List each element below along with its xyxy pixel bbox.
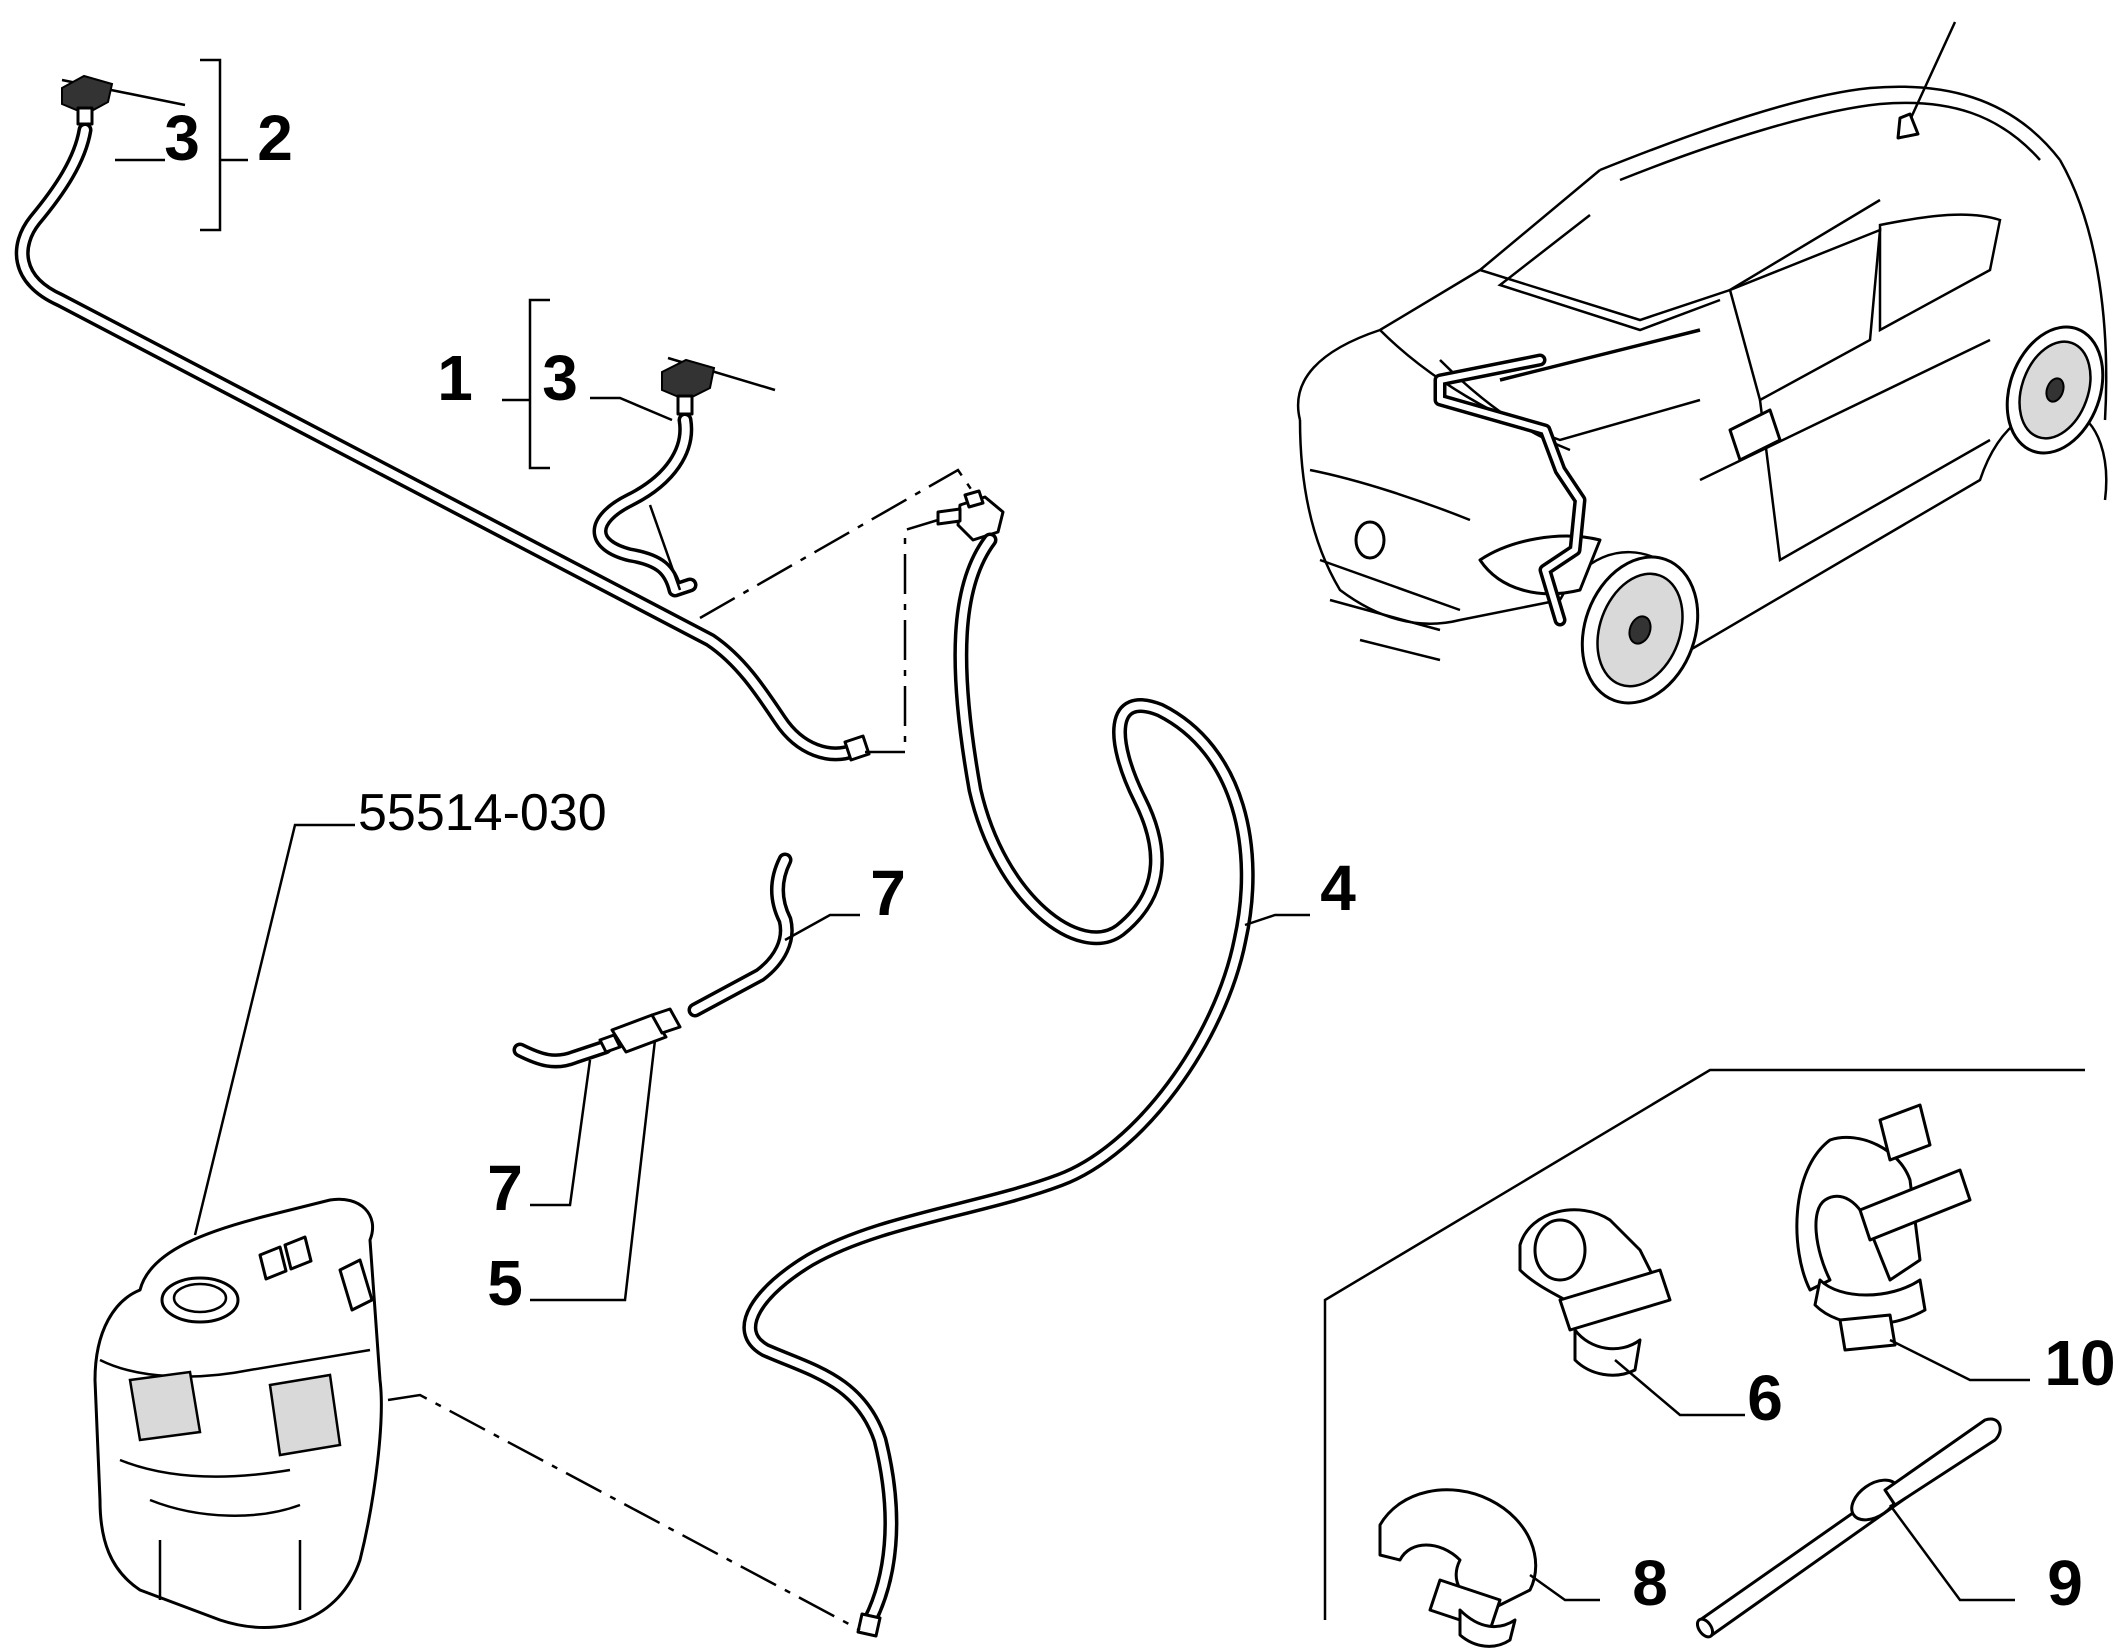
dash-connector-1 (699, 468, 977, 620)
callout-2: 2 (257, 102, 293, 174)
callout-5: 5 (487, 1247, 523, 1319)
callout-7-upper: 7 (870, 857, 906, 929)
callout-3-middle: 3 (542, 342, 578, 414)
t-connector (936, 489, 1005, 542)
car-illustration (1296, 21, 2108, 705)
tank-part-code: 55514-030 (358, 784, 607, 842)
callout-9: 9 (2047, 1547, 2083, 1619)
nozzle-top-left (61, 74, 186, 126)
clip-6 (1518, 1208, 1672, 1377)
clip-8 (1378, 1488, 1538, 1648)
bracket-2 (200, 58, 222, 232)
dash-tank (387, 1393, 861, 1632)
hose-1 (592, 412, 698, 598)
washer-tank (93, 1197, 383, 1629)
clip-10 (1795, 1103, 1972, 1352)
callout-8: 8 (1632, 1547, 1668, 1619)
callout-4: 4 (1320, 852, 1356, 924)
callout-1: 1 (437, 342, 473, 414)
callout-3-top: 3 (164, 102, 200, 174)
callout-10: 10 (2044, 1327, 2115, 1399)
bracket-1 (528, 298, 550, 470)
parts-box (1323, 1068, 2085, 1620)
nozzle-middle (661, 356, 776, 416)
filter-5 (598, 1007, 682, 1054)
callout-6: 6 (1747, 1362, 1783, 1434)
dash-connector-2 (865, 518, 939, 754)
pin-9 (1695, 1417, 2002, 1639)
callout-7-lower: 7 (487, 1152, 523, 1224)
